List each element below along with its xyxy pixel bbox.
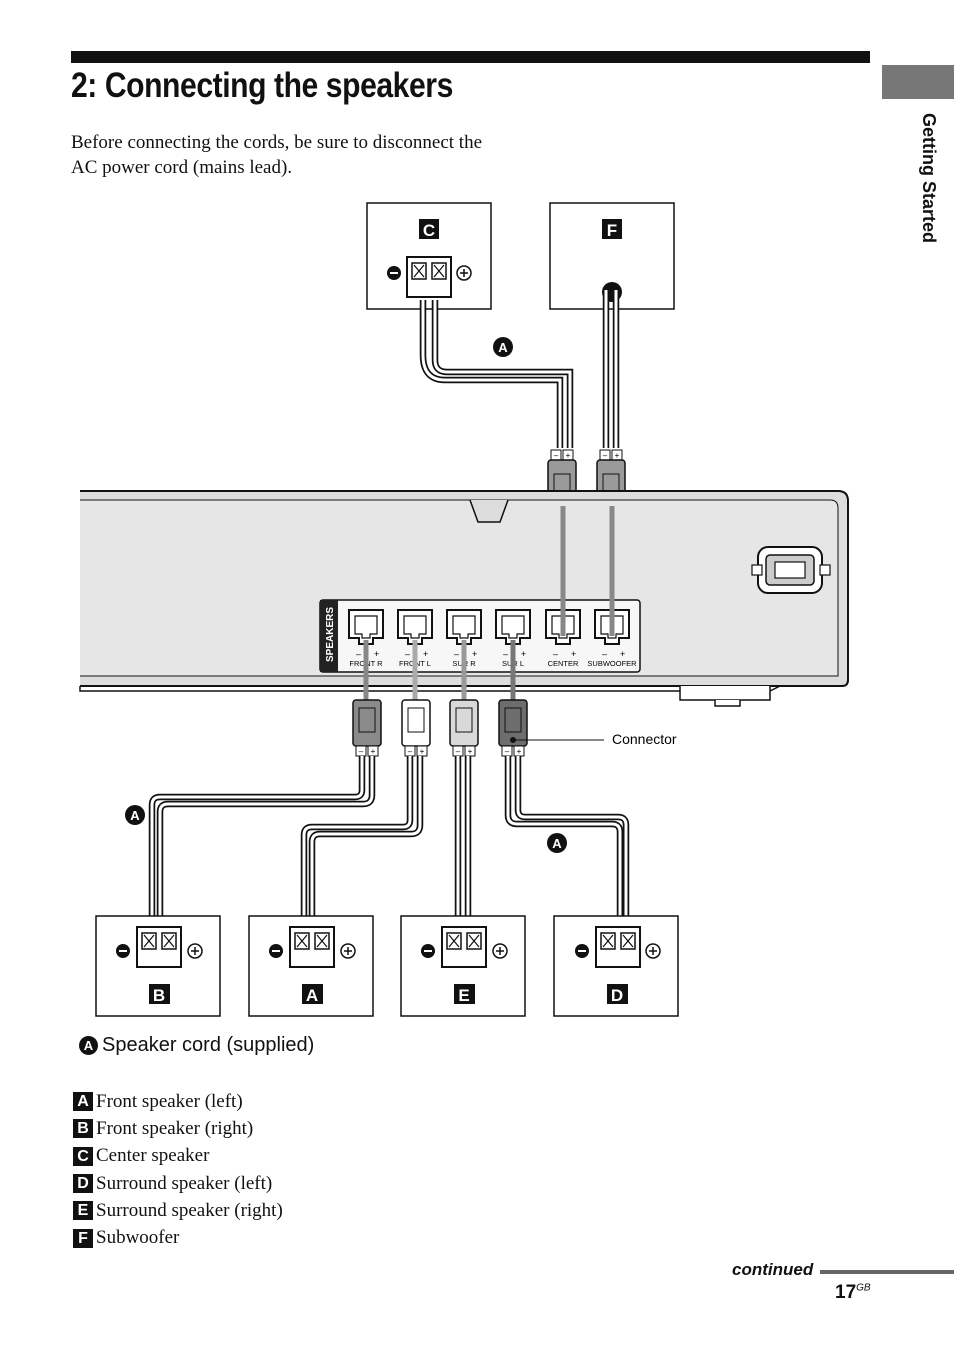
speaker-surround-left: D bbox=[553, 915, 679, 1017]
cord-caption-text: Speaker cord (supplied) bbox=[102, 1034, 315, 1056]
legend-letter: C bbox=[73, 1146, 93, 1166]
svg-text:–: – bbox=[405, 649, 410, 659]
cord-caption: A Speaker cord (supplied) bbox=[79, 1034, 314, 1057]
legend-text: Front speaker (right) bbox=[96, 1117, 254, 1139]
svg-text:CENTER: CENTER bbox=[548, 659, 579, 668]
legend-text: Center speaker bbox=[96, 1145, 210, 1167]
svg-text:D: D bbox=[611, 986, 623, 1005]
svg-text:–: – bbox=[503, 649, 508, 659]
svg-text:+: + bbox=[521, 649, 526, 659]
legend-letter: E bbox=[73, 1201, 93, 1221]
svg-text:A: A bbox=[130, 808, 140, 823]
continued-label: continued bbox=[732, 1260, 814, 1279]
svg-text:A: A bbox=[498, 340, 508, 355]
page-number: 17GB bbox=[835, 1282, 871, 1304]
legend-letter: D bbox=[73, 1174, 93, 1194]
page-title: 2: Connecting the speakers bbox=[71, 66, 453, 105]
section-tab-marker bbox=[882, 65, 954, 99]
svg-text:–: – bbox=[553, 649, 558, 659]
svg-text:E: E bbox=[458, 986, 469, 1005]
section-tab-label: Getting Started bbox=[919, 113, 939, 244]
svg-text:–: – bbox=[356, 649, 361, 659]
svg-text:B: B bbox=[153, 986, 165, 1005]
svg-text:+: + bbox=[620, 649, 625, 659]
intro-text: Before connecting the cords, be sure to … bbox=[71, 132, 482, 178]
jack-subwoofer: – + SUBWOOFER bbox=[587, 609, 637, 668]
page-number-value: 17 bbox=[835, 1282, 857, 1303]
page-number-suffix: GB bbox=[856, 1282, 871, 1294]
legend-text: Front speaker (left) bbox=[96, 1090, 243, 1112]
svg-text:–: – bbox=[602, 649, 607, 659]
cord-marker-top: A bbox=[493, 337, 513, 357]
cord-marker-left: A bbox=[125, 805, 145, 825]
legend-letter: F bbox=[73, 1228, 93, 1248]
connector-label: Connector bbox=[612, 731, 677, 747]
legend-letter: A bbox=[73, 1092, 93, 1112]
legend-text: Subwoofer bbox=[96, 1227, 180, 1249]
speaker-front-left: A bbox=[248, 915, 374, 1017]
legend-letter: B bbox=[73, 1119, 93, 1139]
svg-text:+: + bbox=[472, 649, 477, 659]
center-speaker-letter: C bbox=[423, 221, 435, 240]
legend-text: Surround speaker (left) bbox=[96, 1172, 273, 1194]
svg-text:–: – bbox=[454, 649, 459, 659]
subwoofer-letter: F bbox=[607, 221, 617, 240]
top-rule bbox=[71, 51, 870, 63]
cord-caption-marker: A bbox=[79, 1036, 98, 1055]
svg-text:+: + bbox=[374, 649, 379, 659]
speakers-panel-label: SPEAKERS bbox=[325, 607, 336, 662]
speaker-front-right: B bbox=[95, 915, 221, 1017]
cord-marker-right: A bbox=[547, 833, 567, 853]
svg-text:A: A bbox=[306, 986, 318, 1005]
continued-rule bbox=[820, 1270, 954, 1274]
legend-text: Surround speaker (right) bbox=[96, 1199, 283, 1221]
subwoofer: F bbox=[549, 202, 675, 310]
speaker-surround-right: E bbox=[400, 915, 526, 1017]
svg-text:+: + bbox=[423, 649, 428, 659]
svg-text:A: A bbox=[552, 836, 562, 851]
jack-center: – + CENTER bbox=[545, 609, 581, 668]
svg-text:+: + bbox=[571, 649, 576, 659]
svg-text:SUBWOOFER: SUBWOOFER bbox=[587, 659, 637, 668]
center-speaker: C bbox=[366, 202, 492, 310]
